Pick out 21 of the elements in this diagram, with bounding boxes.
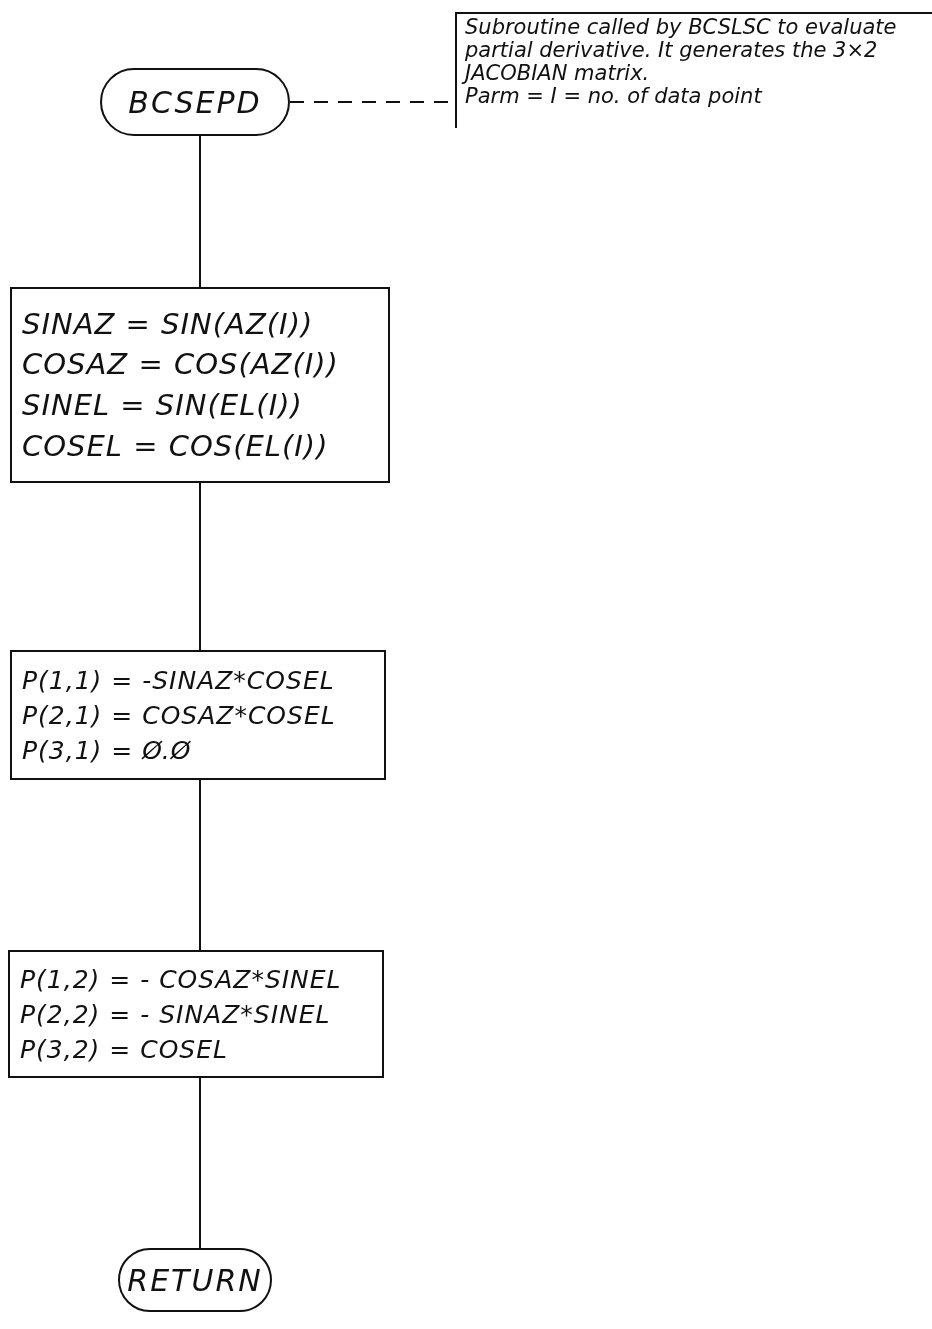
terminal-label: BCSEPD	[128, 84, 262, 120]
statement-text: P(2,1) = COSAZ*COSEL	[22, 699, 337, 732]
statement-text: P(2,2) = - SINAZ*SINEL	[20, 998, 332, 1031]
flow-line	[199, 779, 201, 951]
flow-line	[199, 135, 201, 288]
statement-text: COSEL = COS(EL(I))	[22, 427, 330, 465]
process-box	[8, 950, 384, 1078]
note-text: Parm = I = no. of data point	[465, 85, 764, 108]
process-box	[10, 287, 390, 483]
flow-line	[199, 482, 201, 651]
statement-text: P(3,1) = Ø.Ø	[22, 734, 193, 767]
flow-line	[199, 1077, 201, 1249]
statement-text: COSAZ = COS(AZ(I))	[22, 346, 340, 384]
statement-text: SINEL = SIN(EL(I))	[22, 387, 304, 424]
statement-text: P(3,2) = COSEL	[20, 1033, 229, 1066]
statement-text: SINAZ = SIN(AZ(I))	[22, 305, 315, 343]
annotation-bracket	[455, 12, 932, 128]
terminal-label: RETURN	[127, 1262, 263, 1298]
process-box	[10, 650, 386, 780]
statement-text: P(1,2) = - COSAZ*SINEL	[20, 963, 343, 996]
statement-text: P(1,1) = -SINAZ*COSEL	[22, 664, 336, 697]
